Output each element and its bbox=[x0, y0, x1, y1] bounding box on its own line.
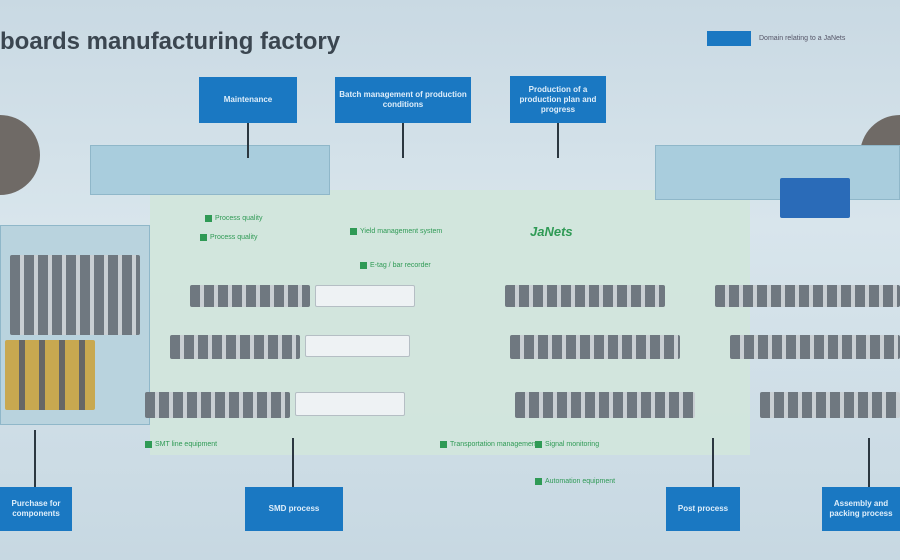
callout-line bbox=[712, 438, 714, 487]
assembly-line bbox=[730, 335, 900, 359]
callout-line bbox=[247, 123, 249, 158]
legend: Domain relating to a JaNets bbox=[707, 31, 897, 46]
tag-icon bbox=[200, 234, 207, 241]
tag: Process quality bbox=[205, 215, 262, 222]
callout-batch-management: Batch management of production condition… bbox=[335, 77, 471, 123]
callout-line bbox=[402, 123, 404, 158]
callout-line bbox=[34, 430, 36, 487]
tag: Yield management system bbox=[350, 228, 442, 235]
tag-icon bbox=[350, 228, 357, 235]
tag-label: E-tag / bar recorder bbox=[370, 262, 431, 269]
smt-line bbox=[190, 285, 310, 307]
tag-label: Process quality bbox=[210, 234, 258, 241]
tag: Process quality bbox=[200, 234, 257, 241]
storage-bins bbox=[5, 340, 95, 410]
tag: Signal monitoring bbox=[535, 441, 599, 448]
blue-containers bbox=[780, 178, 850, 218]
tag-icon bbox=[535, 441, 542, 448]
reflow-oven bbox=[315, 285, 415, 307]
post-line bbox=[505, 285, 665, 307]
smt-line bbox=[170, 335, 300, 359]
legend-label: Domain relating to a JaNets bbox=[759, 35, 846, 42]
tag-icon bbox=[440, 441, 447, 448]
brand-logo: JaNets bbox=[530, 224, 573, 239]
tag-icon bbox=[205, 215, 212, 222]
tag: Automation equipment bbox=[535, 478, 615, 485]
tag: SMT line equipment bbox=[145, 441, 217, 448]
tag-label: Automation equipment bbox=[545, 478, 616, 485]
wall bbox=[655, 145, 900, 200]
tag-label: Transportation management bbox=[450, 441, 538, 448]
callout-line bbox=[868, 438, 870, 487]
callout-line bbox=[292, 438, 294, 487]
tag-label: Signal monitoring bbox=[545, 441, 600, 448]
assembly-line bbox=[760, 392, 900, 418]
wall bbox=[90, 145, 330, 195]
callout-line bbox=[557, 123, 559, 158]
post-line bbox=[515, 392, 695, 418]
smt-line bbox=[145, 392, 290, 418]
callout-post-process: Post process bbox=[666, 487, 740, 531]
reflow-oven bbox=[305, 335, 410, 357]
tag-label: SMT line equipment bbox=[155, 441, 218, 448]
page-title: boards manufacturing factory bbox=[0, 28, 341, 55]
storage-racks bbox=[10, 255, 140, 335]
callout-smd-process: SMD process bbox=[245, 487, 343, 531]
reflow-oven bbox=[295, 392, 405, 416]
side-badge-left bbox=[0, 115, 40, 195]
callout-assembly-packing: Assembly and packing process bbox=[822, 487, 900, 531]
callout-maintenance: Maintenance bbox=[199, 77, 297, 123]
tag-icon bbox=[360, 262, 367, 269]
tag: Transportation management bbox=[440, 441, 538, 448]
assembly-line bbox=[715, 285, 900, 307]
callout-purchase: Purchase for components bbox=[0, 487, 72, 531]
tag-label: Yield management system bbox=[360, 228, 443, 235]
post-line bbox=[510, 335, 680, 359]
tag-label: Process quality bbox=[215, 215, 263, 222]
legend-swatch bbox=[707, 31, 751, 46]
tag-icon bbox=[535, 478, 542, 485]
tag-icon bbox=[145, 441, 152, 448]
tag: E-tag / bar recorder bbox=[360, 262, 431, 269]
callout-production-plan: Production of a production plan and prog… bbox=[510, 76, 606, 123]
